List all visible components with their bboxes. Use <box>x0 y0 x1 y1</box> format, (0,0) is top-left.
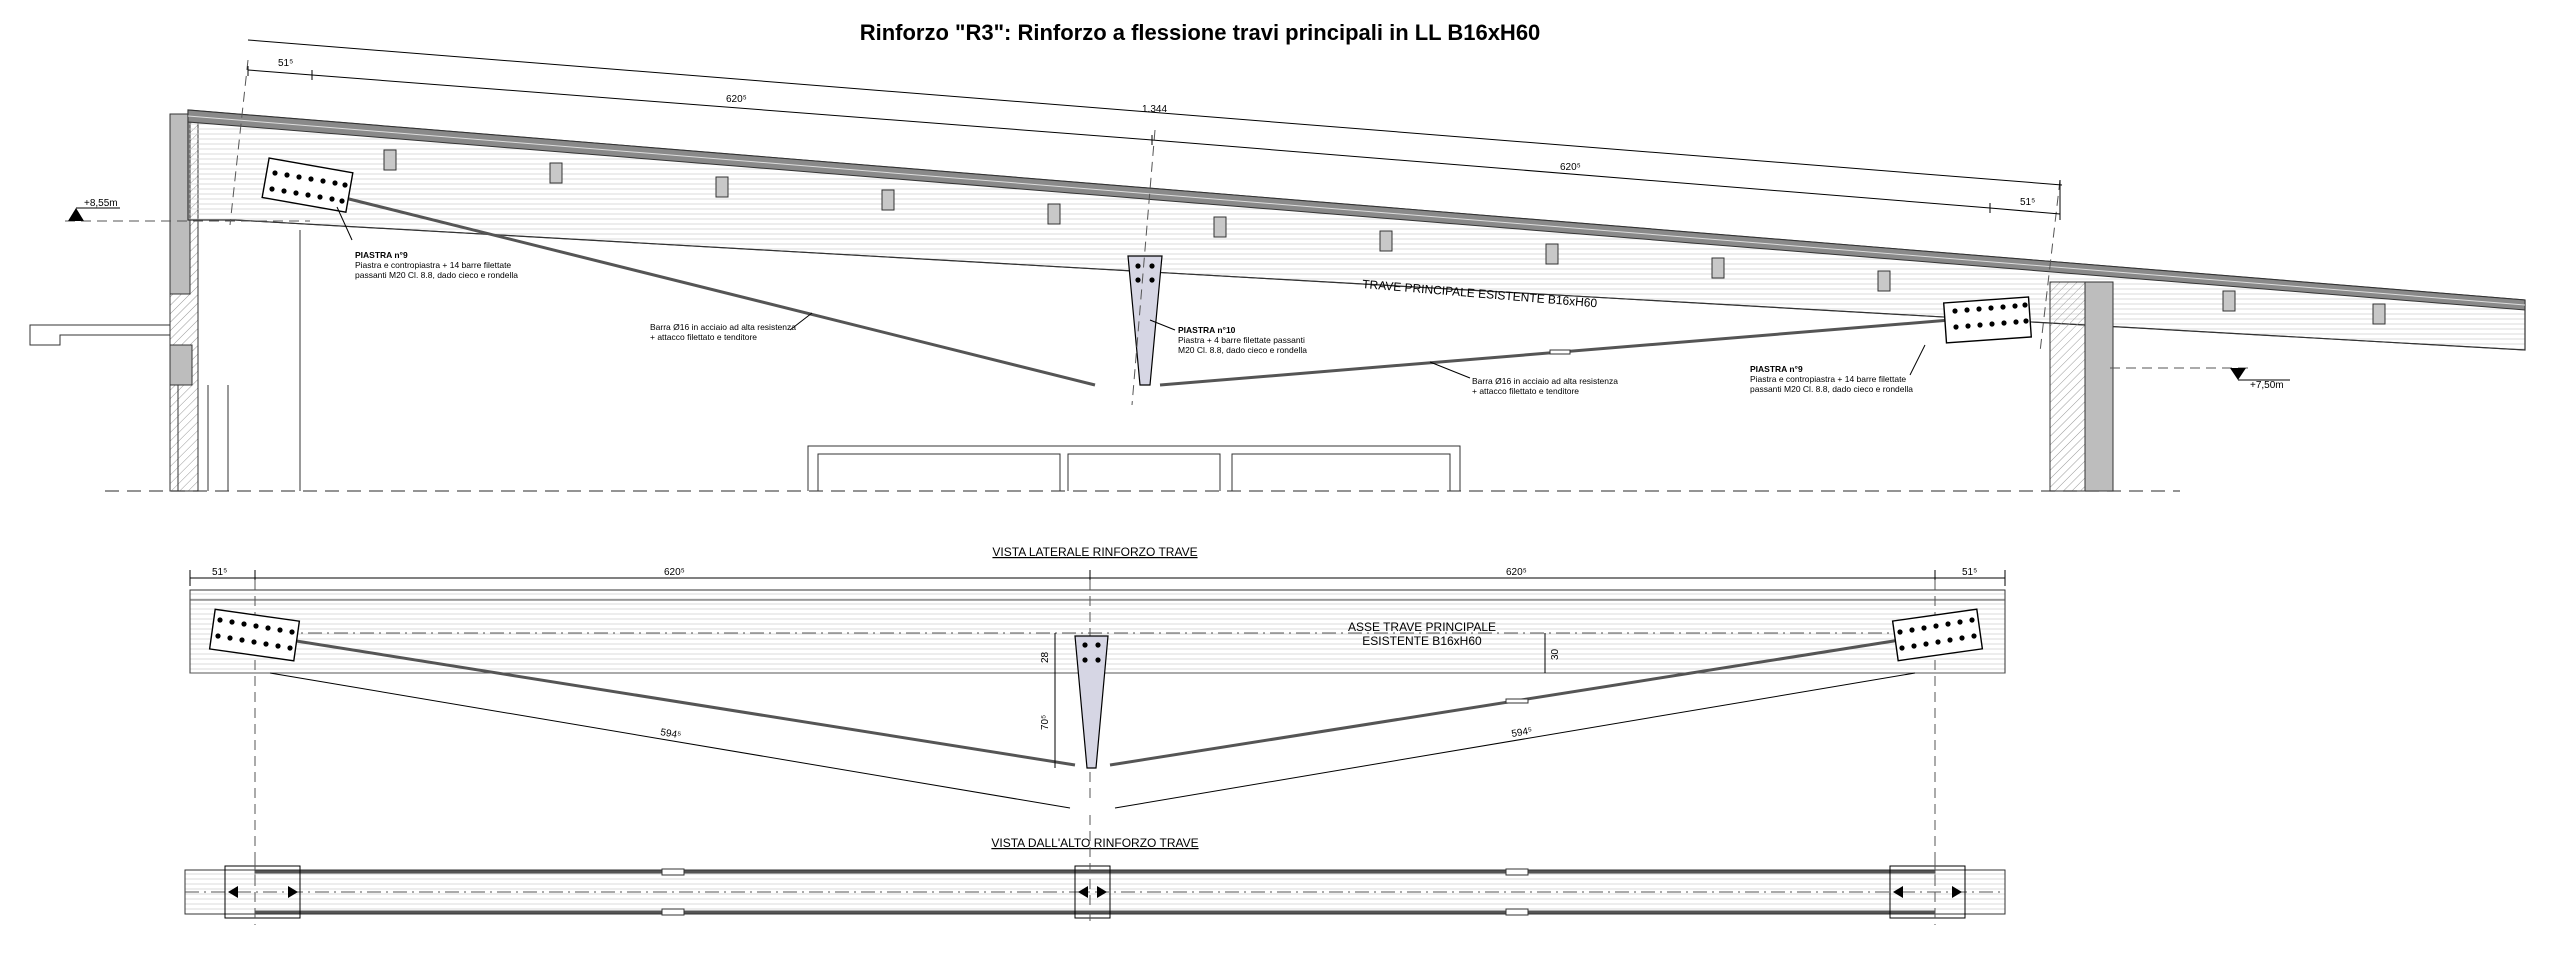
side-plate-mid <box>1074 635 1109 769</box>
svg-text:passanti M20 Cl. 8.8, dado cie: passanti M20 Cl. 8.8, dado cieco e ronde… <box>1750 384 1913 394</box>
side-dim-span-left: 620⁵ <box>664 567 685 578</box>
dim-right: 51⁵ <box>2020 197 2035 208</box>
lower-frames <box>807 445 1461 491</box>
elevation-dimensions <box>247 39 2063 220</box>
right-column <box>2084 281 2114 492</box>
left-column <box>169 113 191 295</box>
drawing-title: Rinforzo "R3": Rinforzo a flessione trav… <box>859 20 1541 45</box>
rafters <box>383 149 2386 325</box>
svg-text:PIASTRA n°9: PIASTRA n°9 <box>1750 364 1803 374</box>
axis-label-2: ESISTENTE B16xH60 <box>1362 634 1482 648</box>
side-dim-70: 70⁵ <box>1040 715 1051 730</box>
svg-text:+ attacco filettato e tenditor: + attacco filettato e tenditore <box>1472 386 1579 396</box>
callout-bar-left: Barra Ø16 in acciaio ad alta resistenza … <box>650 312 813 342</box>
side-dim-28: 28 <box>1040 651 1051 663</box>
dim-total: 1.344 <box>1142 104 1167 115</box>
side-dim-diag-right: 594⁵ <box>1511 726 1533 740</box>
callout-plate-right: PIASTRA n°9 Piastra e contropiastra + 14… <box>1750 344 1926 394</box>
left-column-lower <box>169 344 193 386</box>
svg-text:M20 Cl. 8.8, dado cieco e rond: M20 Cl. 8.8, dado cieco e rondella <box>1178 345 1307 355</box>
svg-text:Piastra e contropiastra + 14 b: Piastra e contropiastra + 14 barre filet… <box>355 260 511 270</box>
axis-label-1: ASSE TRAVE PRINCIPALE <box>1348 620 1496 634</box>
top-view: VISTA DALL'ALTO RINFORZO TRAVE <box>184 815 2006 925</box>
right-wall <box>2049 281 2086 492</box>
callout-bar-right: Barra Ø16 in acciaio ad alta resistenza … <box>1429 361 1618 396</box>
level-bottom-right: +7,50m <box>2110 367 2290 391</box>
side-dim-diag-left: 594⁵ <box>660 727 682 741</box>
elevation-view: 51⁵ 620⁵ 1.344 620⁵ 51⁵ +8,55m +7,50m TR… <box>29 39 2526 492</box>
tie-bars <box>344 196 1951 387</box>
level-750: +7,50m <box>2250 380 2284 391</box>
plate-left <box>261 157 354 213</box>
svg-text:Piastra e contropiastra + 14 b: Piastra e contropiastra + 14 barre filet… <box>1750 374 1906 384</box>
svg-text:Barra Ø16 in acciaio ad alta r: Barra Ø16 in acciaio ad alta resistenza <box>650 322 796 332</box>
top-view-heading: VISTA DALL'ALTO RINFORZO TRAVE <box>991 836 1198 850</box>
svg-text:passanti M20 Cl. 8.8, dado cie: passanti M20 Cl. 8.8, dado cieco e ronde… <box>355 270 518 280</box>
callout-plate-mid: PIASTRA n°10 Piastra + 4 barre filettate… <box>1149 319 1307 355</box>
level-855: +8,55m <box>84 198 118 209</box>
callout-plate-left: PIASTRA n°9 Piastra e contropiastra + 14… <box>336 206 518 280</box>
axis-lines <box>229 59 2061 406</box>
side-dim-span-right: 620⁵ <box>1506 567 1527 578</box>
plate-mid <box>1127 255 1163 386</box>
svg-text:PIASTRA n°9: PIASTRA n°9 <box>355 250 408 260</box>
dim-span-right: 620⁵ <box>1560 162 1581 173</box>
svg-text:+ attacco filettato e tenditor: + attacco filettato e tenditore <box>650 332 757 342</box>
side-plate-right <box>1891 608 1984 662</box>
level-top-left: +8,55m <box>65 198 310 222</box>
plate-right <box>1942 296 2033 344</box>
side-view-heading: VISTA LATERALE RINFORZO TRAVE <box>992 545 1197 559</box>
svg-text:PIASTRA n°10: PIASTRA n°10 <box>1178 325 1236 335</box>
side-dim-right: 51⁵ <box>1962 567 1977 578</box>
side-plate-left <box>208 608 301 662</box>
side-dim-left: 51⁵ <box>212 567 227 578</box>
side-view: VISTA LATERALE RINFORZO TRAVE 51⁵ 620⁵ 6… <box>189 545 2006 880</box>
dim-span-left: 620⁵ <box>726 94 747 105</box>
svg-text:Piastra + 4 barre filettate pa: Piastra + 4 barre filettate passanti <box>1178 335 1305 345</box>
side-dim-30: 30 <box>1550 648 1561 660</box>
dim-left: 51⁵ <box>278 58 293 69</box>
svg-text:Barra Ø16 in acciaio ad alta r: Barra Ø16 in acciaio ad alta resistenza <box>1472 376 1618 386</box>
